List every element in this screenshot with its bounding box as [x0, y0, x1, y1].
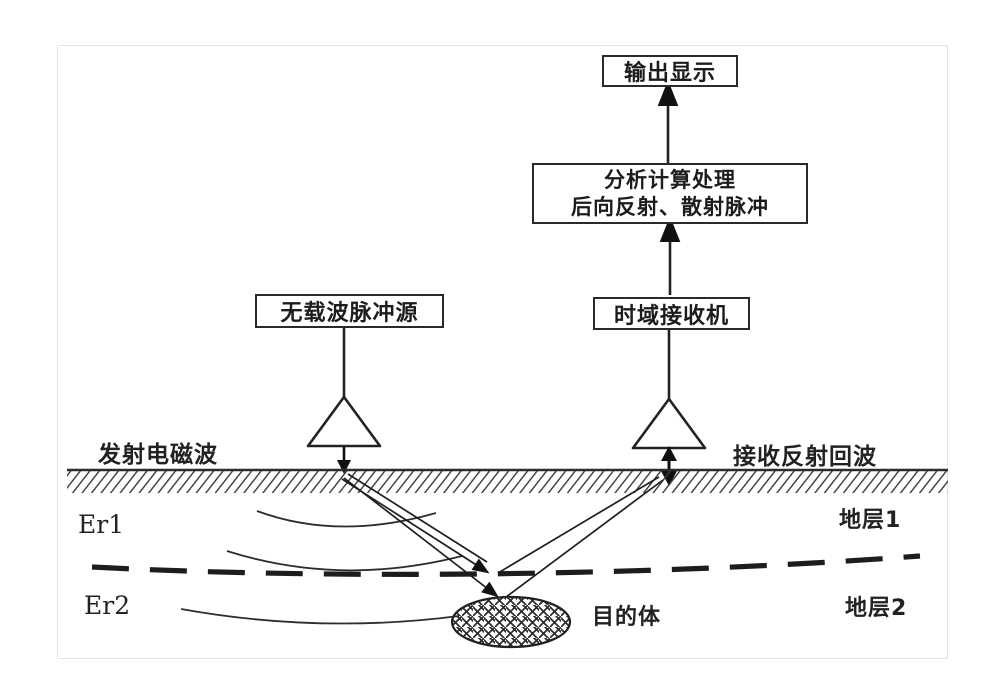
flow-box-receiver: 时域接收机	[593, 297, 750, 330]
figure-border	[57, 45, 948, 659]
flow-box-output-display: 输出显示	[602, 55, 738, 87]
transmit-wave-label: 发射电磁波	[98, 442, 218, 468]
layer1-label: 地层1	[839, 508, 902, 533]
receive-arrow-up-icon	[661, 446, 677, 461]
receive-echo-label: 接收反射回波	[733, 444, 877, 470]
transmit-ray-upper	[347, 473, 488, 563]
reflect-ray-from-target	[505, 479, 664, 598]
reflect-ray-from-interface	[497, 476, 660, 574]
target-ellipse	[450, 595, 572, 649]
layer-interface-dashed-line	[91, 553, 921, 577]
wavefront-arcs	[180, 510, 463, 625]
receive-antenna-icon	[631, 330, 707, 486]
target-label: 目的体	[592, 605, 662, 630]
er1-label: Er1	[78, 510, 125, 539]
flow-box-analysis: 分析计算处理 后向反射、散射脉冲	[532, 163, 808, 224]
ground-surface-hatch	[67, 468, 948, 493]
analysis-label-line2: 后向反射、散射脉冲	[571, 194, 769, 219]
output-display-label: 输出显示	[623, 61, 716, 86]
transmit-antenna-icon	[306, 328, 382, 474]
ray-paths	[341, 473, 664, 598]
er2-label: Er2	[84, 591, 131, 620]
transmit-arrow-down-icon	[337, 460, 351, 474]
layer2-label: 地层2	[845, 596, 908, 621]
receiver-label: 时域接收机	[613, 303, 729, 329]
transmit-ray-to-target	[343, 477, 499, 598]
wavefront-arc-2	[226, 550, 463, 572]
pulse-source-label: 无载波脉冲源	[280, 301, 419, 326]
wavefront-arc-3	[180, 608, 460, 625]
flow-box-pulse-source: 无载波脉冲源	[255, 294, 444, 328]
analysis-label-line1: 分析计算处理	[604, 167, 736, 192]
wavefront-arc-1	[256, 510, 437, 528]
